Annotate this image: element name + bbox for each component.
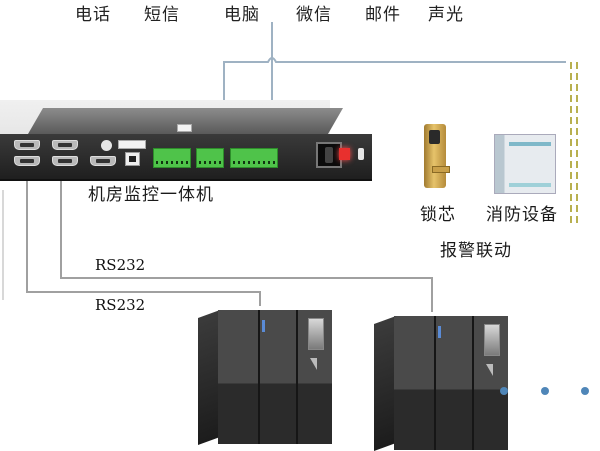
fire-equipment-label: 消防设备	[486, 205, 558, 225]
precision-ac-unit-2	[374, 312, 514, 451]
power-socket	[316, 142, 342, 168]
rs232-label-1: RS232	[95, 256, 146, 274]
top-sticker	[177, 124, 192, 132]
controller-label: 机房监控一体机	[88, 185, 214, 205]
channel-sound-light: 声光	[428, 5, 464, 25]
ethernet-port	[125, 152, 140, 166]
power-switch	[339, 148, 350, 160]
serial-port-3	[52, 140, 78, 150]
channel-email: 邮件	[365, 5, 401, 25]
serial-port-4	[52, 156, 78, 166]
channel-computer: 电脑	[224, 5, 260, 25]
lock-label: 锁芯	[420, 205, 456, 225]
reset-knob	[101, 140, 112, 151]
serial-port-5	[90, 156, 116, 166]
channel-phone: 电话	[75, 5, 111, 25]
ground-terminal	[358, 148, 364, 160]
serial-sticker	[118, 140, 146, 149]
terminal-block-1	[153, 148, 191, 168]
controller-device	[0, 108, 372, 181]
ellipsis-dot-2	[541, 387, 549, 395]
channel-wechat: 微信	[296, 5, 332, 25]
serial-port-2	[14, 156, 40, 166]
rack-front-panel	[0, 124, 372, 181]
ellipsis-dot-3	[581, 387, 589, 395]
channel-sms: 短信	[144, 5, 180, 25]
terminal-block-2	[196, 148, 224, 168]
lock-icon	[424, 124, 450, 188]
precision-ac-unit-1	[198, 306, 338, 450]
ellipsis-dot-1	[500, 387, 508, 395]
rs232-label-2: RS232	[95, 296, 146, 314]
terminal-block-3	[230, 148, 278, 168]
alarm-linkage-label: 报警联动	[440, 241, 512, 261]
fire-equipment-icon	[494, 134, 556, 194]
serial-port-1	[14, 140, 40, 150]
